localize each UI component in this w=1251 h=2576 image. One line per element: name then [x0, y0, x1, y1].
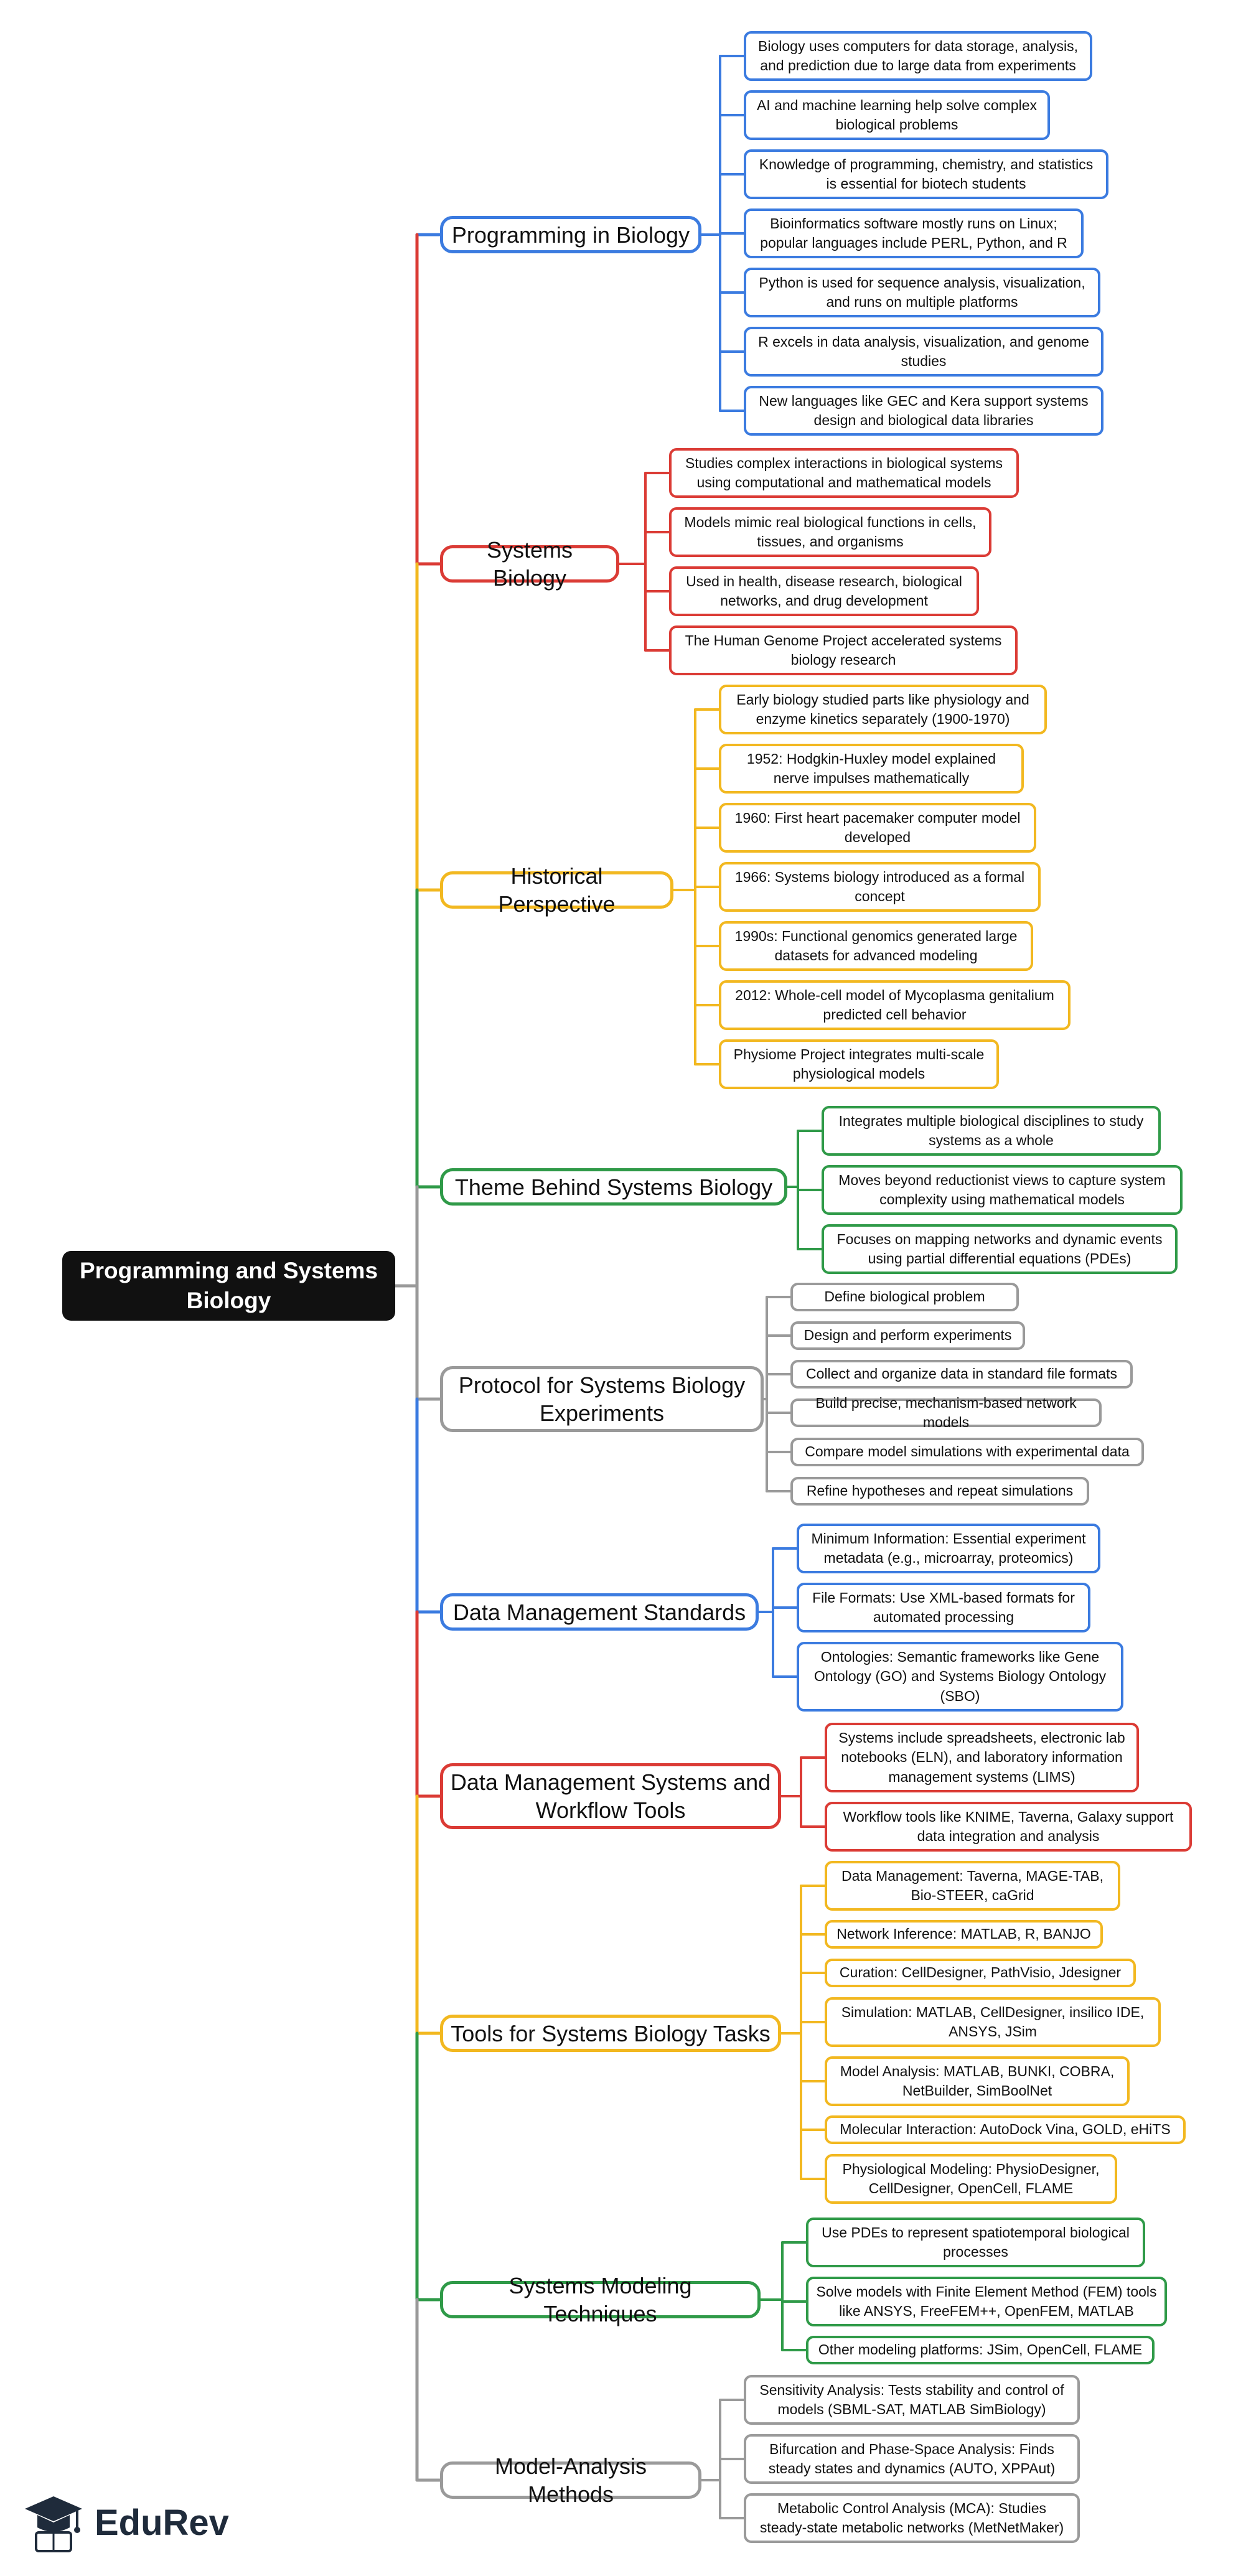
- leaf-node: Used in health, disease research, biolog…: [669, 566, 979, 616]
- leaf-node: Build precise, mechanism-based network m…: [790, 1395, 1102, 1430]
- leaf-node: AI and machine learning help solve compl…: [744, 90, 1050, 140]
- branch-node: Data Management Standards: [440, 1593, 759, 1631]
- leaf-node: Studies complex interactions in biologic…: [669, 448, 1019, 498]
- leaf-node: Other modeling platforms: JSim, OpenCell…: [806, 2336, 1155, 2364]
- leaf-node: New languages like GEC and Kera support …: [744, 386, 1103, 436]
- leaf-node: Refine hypotheses and repeat simulations: [790, 1477, 1089, 1506]
- leaf-node: Collect and organize data in standard fi…: [790, 1360, 1133, 1389]
- leaf-node: Knowledge of programming, chemistry, and…: [744, 149, 1108, 199]
- leaf-node: Moves beyond reductionist views to captu…: [822, 1165, 1183, 1215]
- leaf-node: Solve models with Finite Element Method …: [806, 2277, 1167, 2326]
- leaf-node: Curation: CellDesigner, PathVisio, Jdesi…: [825, 1959, 1136, 1987]
- leaf-node: Workflow tools like KNIME, Taverna, Gala…: [825, 1802, 1192, 1852]
- branch-node: Tools for Systems Biology Tasks: [440, 2015, 781, 2052]
- leaf-node: Define biological problem: [790, 1283, 1019, 1311]
- leaf-node: Compare model simulations with experimen…: [790, 1438, 1144, 1466]
- leaf-node: Focuses on mapping networks and dynamic …: [822, 1224, 1178, 1274]
- branch-node: Historical Perspective: [440, 863, 673, 917]
- leaf-node: 1990s: Functional genomics generated lar…: [719, 921, 1033, 971]
- graduation-cap-icon: [25, 2496, 82, 2552]
- leaf-node: 1960: First heart pacemaker computer mod…: [719, 803, 1036, 853]
- leaf-node: Sensitivity Analysis: Tests stability an…: [744, 2375, 1080, 2425]
- branch-node: Programming in Biology: [440, 216, 701, 253]
- leaf-node: Bioinformatics software mostly runs on L…: [744, 208, 1084, 258]
- leaf-node: Data Management: Taverna, MAGE-TAB, Bio-…: [825, 1861, 1120, 1911]
- leaf-node: Biology uses computers for data storage,…: [744, 31, 1092, 81]
- leaf-node: 2012: Whole-cell model of Mycoplasma gen…: [719, 980, 1071, 1030]
- branch-node: Systems Biology: [440, 537, 619, 591]
- leaf-node: Minimum Information: Essential experimen…: [797, 1524, 1100, 1573]
- leaf-node: Metabolic Control Analysis (MCA): Studie…: [744, 2493, 1080, 2543]
- leaf-node: Simulation: MATLAB, CellDesigner, insili…: [825, 1997, 1161, 2047]
- branch-node: Protocol for Systems Biology Experiments: [440, 1366, 764, 1432]
- branch-node: Theme Behind Systems Biology: [440, 1168, 787, 1206]
- root-node: Programming and Systems Biology: [62, 1251, 395, 1321]
- leaf-node: Molecular Interaction: AutoDock Vina, GO…: [825, 2115, 1186, 2144]
- leaf-node: Python is used for sequence analysis, vi…: [744, 268, 1100, 317]
- logo-text: EduRev: [95, 2502, 229, 2543]
- leaf-node: 1966: Systems biology introduced as a fo…: [719, 862, 1041, 912]
- leaf-node: Bifurcation and Phase-Space Analysis: Fi…: [744, 2434, 1080, 2484]
- leaf-node: R excels in data analysis, visualization…: [744, 327, 1103, 377]
- leaf-node: Use PDEs to represent spatiotemporal bio…: [806, 2218, 1145, 2267]
- leaf-node: Model Analysis: MATLAB, BUNKI, COBRA, Ne…: [825, 2056, 1130, 2106]
- leaf-node: The Human Genome Project accelerated sys…: [669, 625, 1018, 675]
- leaf-node: Ontologies: Semantic frameworks like Gen…: [797, 1642, 1123, 1712]
- leaf-node: Design and perform experiments: [790, 1321, 1025, 1350]
- edurev-logo: EduRev: [22, 2488, 229, 2557]
- leaf-node: Integrates multiple biological disciplin…: [822, 1106, 1161, 1156]
- branch-node: Model-Analysis Methods: [440, 2453, 701, 2507]
- leaf-node: Early biology studied parts like physiol…: [719, 685, 1047, 734]
- leaf-node: Systems include spreadsheets, electronic…: [825, 1723, 1139, 1792]
- branch-node: Systems Modeling Techniques: [440, 2273, 761, 2326]
- leaf-node: Physiological Modeling: PhysioDesigner, …: [825, 2154, 1117, 2204]
- leaf-node: 1952: Hodgkin-Huxley model explained ner…: [719, 744, 1024, 794]
- leaf-node: File Formats: Use XML-based formats for …: [797, 1583, 1090, 1632]
- leaf-node: Physiome Project integrates multi-scale …: [719, 1039, 999, 1089]
- leaf-node: Models mimic real biological functions i…: [669, 507, 991, 557]
- leaf-node: Network Inference: MATLAB, R, BANJO: [825, 1920, 1103, 1949]
- branch-node: Data Management Systems and Workflow Too…: [440, 1763, 781, 1829]
